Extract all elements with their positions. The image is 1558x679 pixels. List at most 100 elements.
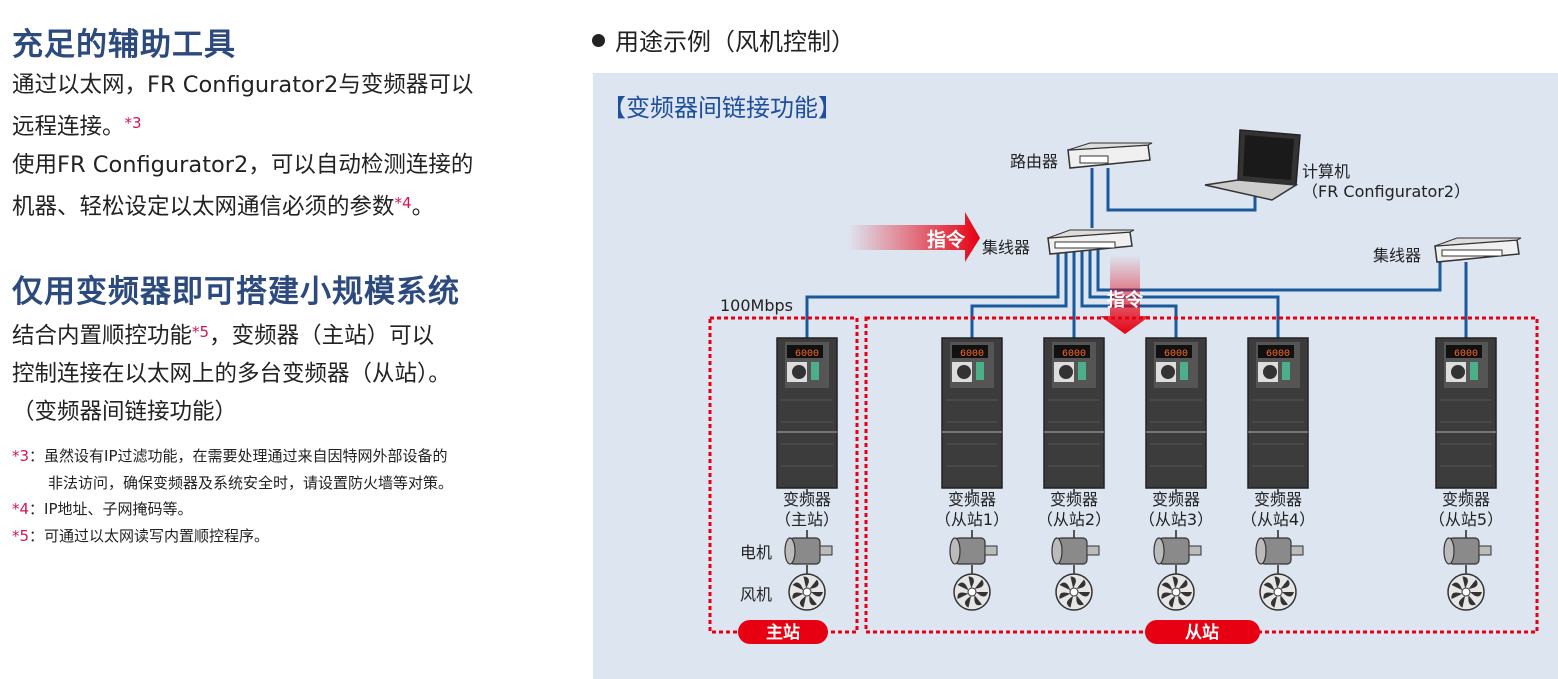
computer-label-line: 计算机 (1302, 162, 1351, 181)
motor-icon (784, 537, 833, 565)
text-line: 通过以太网，FR Configurator2与变频器可以 (12, 72, 474, 98)
fan-icon (953, 573, 991, 611)
inverter-label-role: （从站3） (1138, 510, 1214, 529)
inverter-label: 变频器（从站3） (1131, 490, 1221, 530)
inverter-label: 变频器（主站） (762, 490, 852, 530)
heading-tools: 充足的辅助工具 (12, 27, 236, 63)
fan-icon (1157, 573, 1195, 611)
motor-icon (1255, 537, 1304, 565)
text-line: 机器、轻松设定以太网通信必须的参数 (12, 194, 395, 220)
panel-title: 【变频器间链接功能】 (602, 94, 842, 122)
footnote-item: *3：虽然设有IP过滤功能，在需要处理通过来自因特网外部设备的 (12, 443, 572, 470)
fan-icon (1055, 573, 1093, 611)
left-column: 充足的辅助工具 通过以太网，FR Configurator2与变频器可以远程连接… (12, 24, 572, 549)
motor-icon (1153, 537, 1202, 565)
command-arrow-horizontal: 指令 (848, 212, 980, 262)
slave-badge-label: 从站 (1185, 622, 1219, 642)
footnote-text: 非法访问，确保变频器及系统安全时，请设置防火墙等对策。 (48, 473, 454, 492)
inverter-label-word: 变频器 (947, 490, 996, 509)
hub-icon (1047, 229, 1135, 255)
master-badge (738, 620, 828, 644)
display-readout: 6000 (1164, 349, 1188, 360)
router-icon (1067, 142, 1153, 169)
display-readout: 6000 (1062, 349, 1086, 360)
display-readout: 6000 (960, 349, 984, 360)
example-title-text: 用途示例（风机控制） (615, 28, 855, 56)
display-readout: 6000 (1266, 349, 1290, 360)
text-line: ，变频器（主站）可以 (209, 323, 435, 349)
network-cables (805, 168, 1468, 338)
text-line: 控制连接在以太网上的多台变频器（从站）。 (12, 361, 451, 387)
command-label: 指令 (1107, 289, 1144, 310)
slave-badge (1145, 620, 1260, 644)
inverter-icon: 6000 (941, 337, 1003, 575)
laptop-icon (1204, 129, 1301, 201)
text-line: （变频器间链接功能） (12, 399, 238, 425)
footnote-item: 非法访问，确保变频器及系统安全时，请设置防火墙等对策。 (12, 470, 572, 497)
motor-icon (1443, 537, 1492, 565)
paragraph-detect: 使用FR Configurator2，可以自动检测连接的机器、轻松设定以太网通信… (12, 146, 572, 226)
master-badge-label: 主站 (766, 622, 800, 642)
inverter-label: 变频器（从站5） (1421, 490, 1511, 530)
text-line: 结合内置顺控功能 (12, 323, 193, 349)
footnote-mark: *5 (12, 526, 30, 545)
inverter-icon: 6000 (1247, 337, 1309, 575)
cable-hub2 (1096, 250, 1442, 292)
inverter-icon: 6000 (1043, 337, 1105, 575)
footnote-item: *5：可通过以太网读写内置顺控程序。 (12, 523, 572, 550)
heading-system: 仅用变频器即可搭建小规模系统 (12, 274, 460, 310)
inverter-icon: 6000 (776, 337, 838, 575)
display-readout: 6000 (1454, 349, 1478, 360)
hub-label: 集线器 (1373, 246, 1422, 265)
inverter-label: 变频器（从站4） (1233, 490, 1323, 530)
cable-slave1 (970, 250, 1068, 338)
text-line: 远程连接。 (12, 114, 125, 140)
text-line: 使用FR Configurator2，可以自动检测连接的 (12, 152, 474, 178)
footnote-ref: *3 (124, 114, 142, 132)
inverter-label-role: （从站4） (1240, 510, 1316, 529)
footnote-ref: *4 (394, 194, 412, 212)
cable-slave4 (1088, 250, 1280, 338)
fan-label: 风机 (740, 585, 773, 604)
example-title: 用途示例（风机控制） (592, 22, 855, 57)
computer-label-line: （FR Configurator2） (1302, 182, 1471, 201)
command-label: 指令 (927, 228, 966, 251)
slave-group-frame (864, 316, 1539, 634)
inverter-label-word: 变频器 (782, 490, 831, 509)
paragraph-master: 结合内置顺控功能*5，变频器（主站）可以控制连接在以太网上的多台变频器（从站）。… (12, 313, 572, 431)
fan-icon (1447, 573, 1485, 611)
inverter-label-word: 变频器 (1151, 490, 1200, 509)
motor-icon (949, 537, 998, 565)
inverter-label: 变频器（从站1） (927, 490, 1017, 530)
cable-master (805, 250, 1060, 338)
inverter-label-word: 变频器 (1441, 490, 1490, 509)
inverter-icon: 6000 (1145, 337, 1207, 575)
inverter-label: 变频器（从站2） (1029, 490, 1119, 530)
footnotes: *3：虽然设有IP过滤功能，在需要处理通过来自因特网外部设备的 非法访问，确保变… (12, 443, 572, 549)
cable-router-pc (1106, 168, 1257, 212)
hub-label: 集线器 (982, 238, 1031, 257)
fan-icon (1259, 573, 1297, 611)
computer-label: 计算机（FR Configurator2） (1302, 162, 1470, 202)
command-arrow-vertical: 指令 (1100, 255, 1150, 334)
inverter-icon: 6000 (1435, 337, 1497, 575)
footnote-mark: *3 (12, 447, 30, 465)
footnote-mark: *4 (12, 500, 30, 518)
inverter-label-word: 变频器 (1049, 490, 1098, 509)
hub-icon (1434, 237, 1522, 263)
footnote-ref: *5 (192, 323, 210, 341)
display-readout: 6000 (795, 349, 819, 360)
footnote-text: ：IP地址、子网掩码等。 (29, 500, 193, 518)
inverter-label-role: （从站1） (934, 510, 1010, 529)
footnote-text: ：可通过以太网读写内置顺控程序。 (29, 526, 270, 545)
footnote-item: *4：IP地址、子网掩码等。 (12, 496, 572, 523)
inverter-units: 6000 6000 6000 6000 6000 6000 (776, 337, 1497, 611)
paragraph-remote: 通过以太网，FR Configurator2与变频器可以远程连接。*3 (12, 66, 572, 146)
bullet-icon (592, 34, 605, 47)
motor-label: 电机 (740, 543, 773, 562)
inverter-label-role: （从站2） (1036, 510, 1112, 529)
text-line: 。 (411, 194, 435, 220)
motor-icon (1051, 537, 1100, 565)
speed-label: 100Mbps (720, 296, 793, 315)
